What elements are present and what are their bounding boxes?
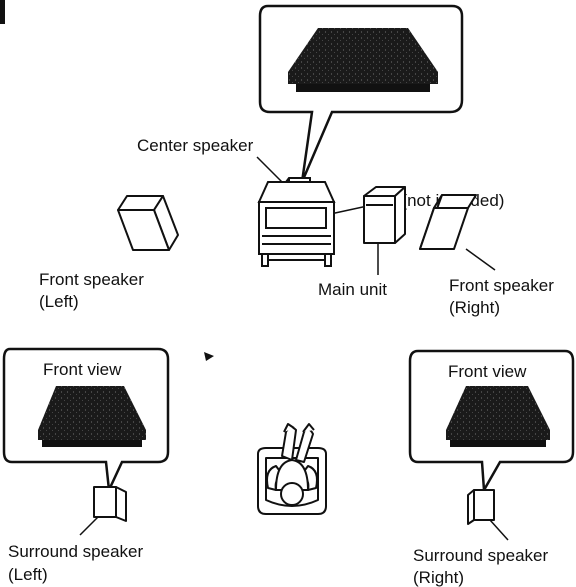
- surround-right-leader: [489, 519, 509, 541]
- surround-left-callout: Front view: [2, 347, 170, 495]
- front-left-speaker-label-line2: (Left): [39, 292, 79, 311]
- front-left-speaker-icon: [117, 195, 179, 251]
- front-right-speaker-label-line1: Front speaker: [449, 276, 554, 295]
- surround-left-front-image: [38, 386, 146, 447]
- center-speaker-callout: [258, 4, 464, 183]
- front-view-left-label: Front view: [43, 360, 122, 379]
- surround-right-callout: Front view: [408, 349, 575, 495]
- front-right-speaker-label-line2: (Right): [449, 298, 500, 317]
- surround-right-speaker-icon: [467, 489, 495, 525]
- surround-left-leader: [79, 516, 99, 536]
- surround-right-label-line2: (Right): [413, 568, 464, 587]
- front-right-speaker-icon: [419, 194, 477, 250]
- corner-mark: [0, 0, 5, 24]
- front-view-right-label: Front view: [448, 362, 527, 381]
- surround-left-label-line2: (Left): [8, 565, 48, 584]
- front-right-speaker-leader: [465, 248, 496, 271]
- front-left-speaker-label-line1: Front speaker: [39, 270, 144, 289]
- surround-right-front-image: [446, 386, 550, 447]
- main-unit-icon: [363, 186, 406, 244]
- center-speaker-leader: [256, 156, 286, 186]
- surround-left-speaker-icon: [93, 486, 127, 522]
- center-speaker-label: Center speaker: [137, 136, 254, 155]
- surround-left-label-line1: Surround speaker: [8, 542, 143, 561]
- main-unit-label: Main unit: [318, 280, 387, 299]
- center-speaker-front-image: [288, 28, 438, 92]
- surround-right-label-line1: Surround speaker: [413, 546, 548, 565]
- listener-icon: [257, 423, 327, 515]
- tv-with-center-speaker: [257, 177, 336, 267]
- stray-arrow-mark: [204, 352, 214, 361]
